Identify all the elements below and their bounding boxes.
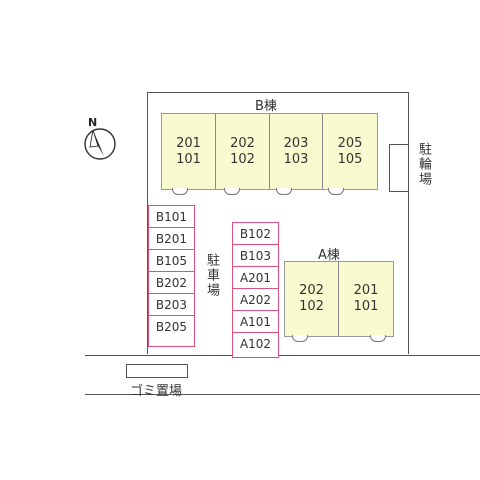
parking-space: A202	[233, 289, 278, 311]
parking-label: 駐車場	[204, 253, 219, 298]
parking-column-middle: B102 B103 A201 A202 A101 A102	[232, 222, 279, 358]
building-a-unit: 201 101	[339, 262, 393, 336]
building-b: 201 101 202 102 203 103 205 105	[161, 113, 378, 190]
unit-upper-number: 201	[353, 283, 379, 298]
garbage-area-box	[126, 364, 188, 378]
building-a: 202 102 201 101	[284, 261, 394, 337]
parking-space: A201	[233, 267, 278, 289]
parking-space: A101	[233, 311, 278, 333]
building-b-unit: 205 105	[323, 114, 377, 189]
parking-space: B102	[233, 223, 278, 245]
compass-icon	[84, 128, 116, 160]
parking-space: B105	[149, 250, 194, 272]
building-b-unit: 201 101	[162, 114, 216, 189]
parking-space: B103	[233, 245, 278, 267]
unit-lower-number: 103	[283, 151, 309, 167]
parking-space: B205	[155, 320, 188, 334]
compass: N	[80, 116, 120, 162]
parking-space: B203	[149, 294, 194, 316]
building-a-label: A棟	[318, 248, 340, 263]
building-b-label: B棟	[255, 99, 277, 114]
unit-upper-number: 203	[283, 135, 309, 151]
road-line-lower	[85, 394, 480, 395]
parking-column-left: B101 B201 B105 B202 B203 B205	[148, 205, 195, 347]
unit-upper-number: 201	[176, 135, 201, 151]
unit-upper-number: 205	[337, 135, 363, 151]
compass-north-label: N	[88, 116, 98, 129]
unit-upper-number: 202	[299, 283, 324, 298]
parking-space: B201	[149, 228, 194, 250]
parking-space: B202	[149, 272, 194, 294]
parking-space: A102	[239, 337, 272, 351]
unit-upper-number: 202	[230, 135, 255, 151]
garbage-area-label: ゴミ置場	[130, 384, 183, 399]
unit-lower-number: 101	[176, 151, 201, 167]
building-a-unit: 202 102	[285, 262, 339, 336]
unit-lower-number: 102	[230, 151, 255, 167]
unit-lower-number: 105	[337, 151, 363, 167]
parking-space: B101	[149, 206, 194, 228]
road-line-upper	[85, 355, 480, 356]
building-b-unit: 203 103	[270, 114, 323, 189]
bike-parking-label: 駐輪場	[416, 142, 431, 187]
unit-lower-number: 102	[299, 299, 324, 314]
bike-parking-rack	[389, 144, 409, 192]
unit-lower-number: 101	[353, 299, 379, 314]
building-b-unit: 202 102	[216, 114, 270, 189]
